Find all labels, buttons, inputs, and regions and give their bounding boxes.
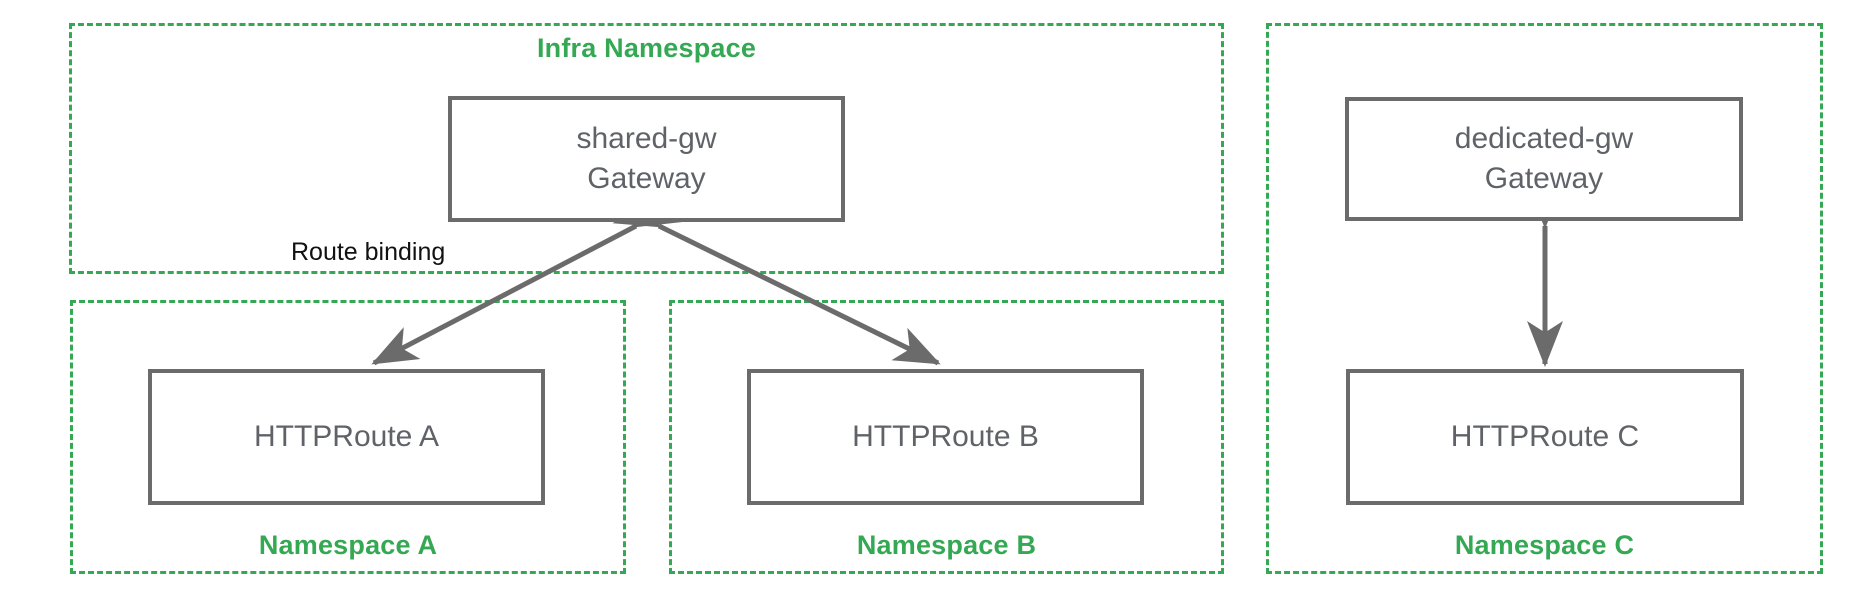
namespace-container-a: Namespace A [70,300,626,574]
resource-kind-dedicated-gw: Gateway [1484,162,1604,195]
namespace-label-c: Namespace C [1454,530,1635,560]
resource-name-route-c: HTTPRoute C [1450,420,1640,454]
resource-name-route-a: HTTPRoute A [253,420,440,454]
namespace-label-a: Namespace A [258,530,438,560]
resource-name-route-b: HTTPRoute B [852,420,1039,454]
edge-label-route-binding: Route binding [291,238,446,266]
resource-box-route-b[interactable]: HTTPRoute B [747,369,1144,505]
namespace-label-b: Namespace B [856,530,1037,560]
resource-name-shared-gw: shared-gw [576,122,717,156]
resource-name-dedicated-gw: dedicated-gw [1454,122,1634,156]
namespace-container-b: Namespace B [669,300,1224,574]
resource-box-route-c[interactable]: HTTPRoute C [1346,369,1744,505]
namespace-label-infra: Infra Namespace [536,33,757,63]
namespace-container-c: Namespace C [1266,23,1823,574]
resource-box-dedicated-gw[interactable]: dedicated-gw Gateway [1345,97,1743,221]
resource-box-route-a[interactable]: HTTPRoute A [148,369,545,505]
resource-kind-shared-gw: Gateway [587,162,706,195]
resource-box-shared-gw[interactable]: shared-gw Gateway [448,96,845,222]
